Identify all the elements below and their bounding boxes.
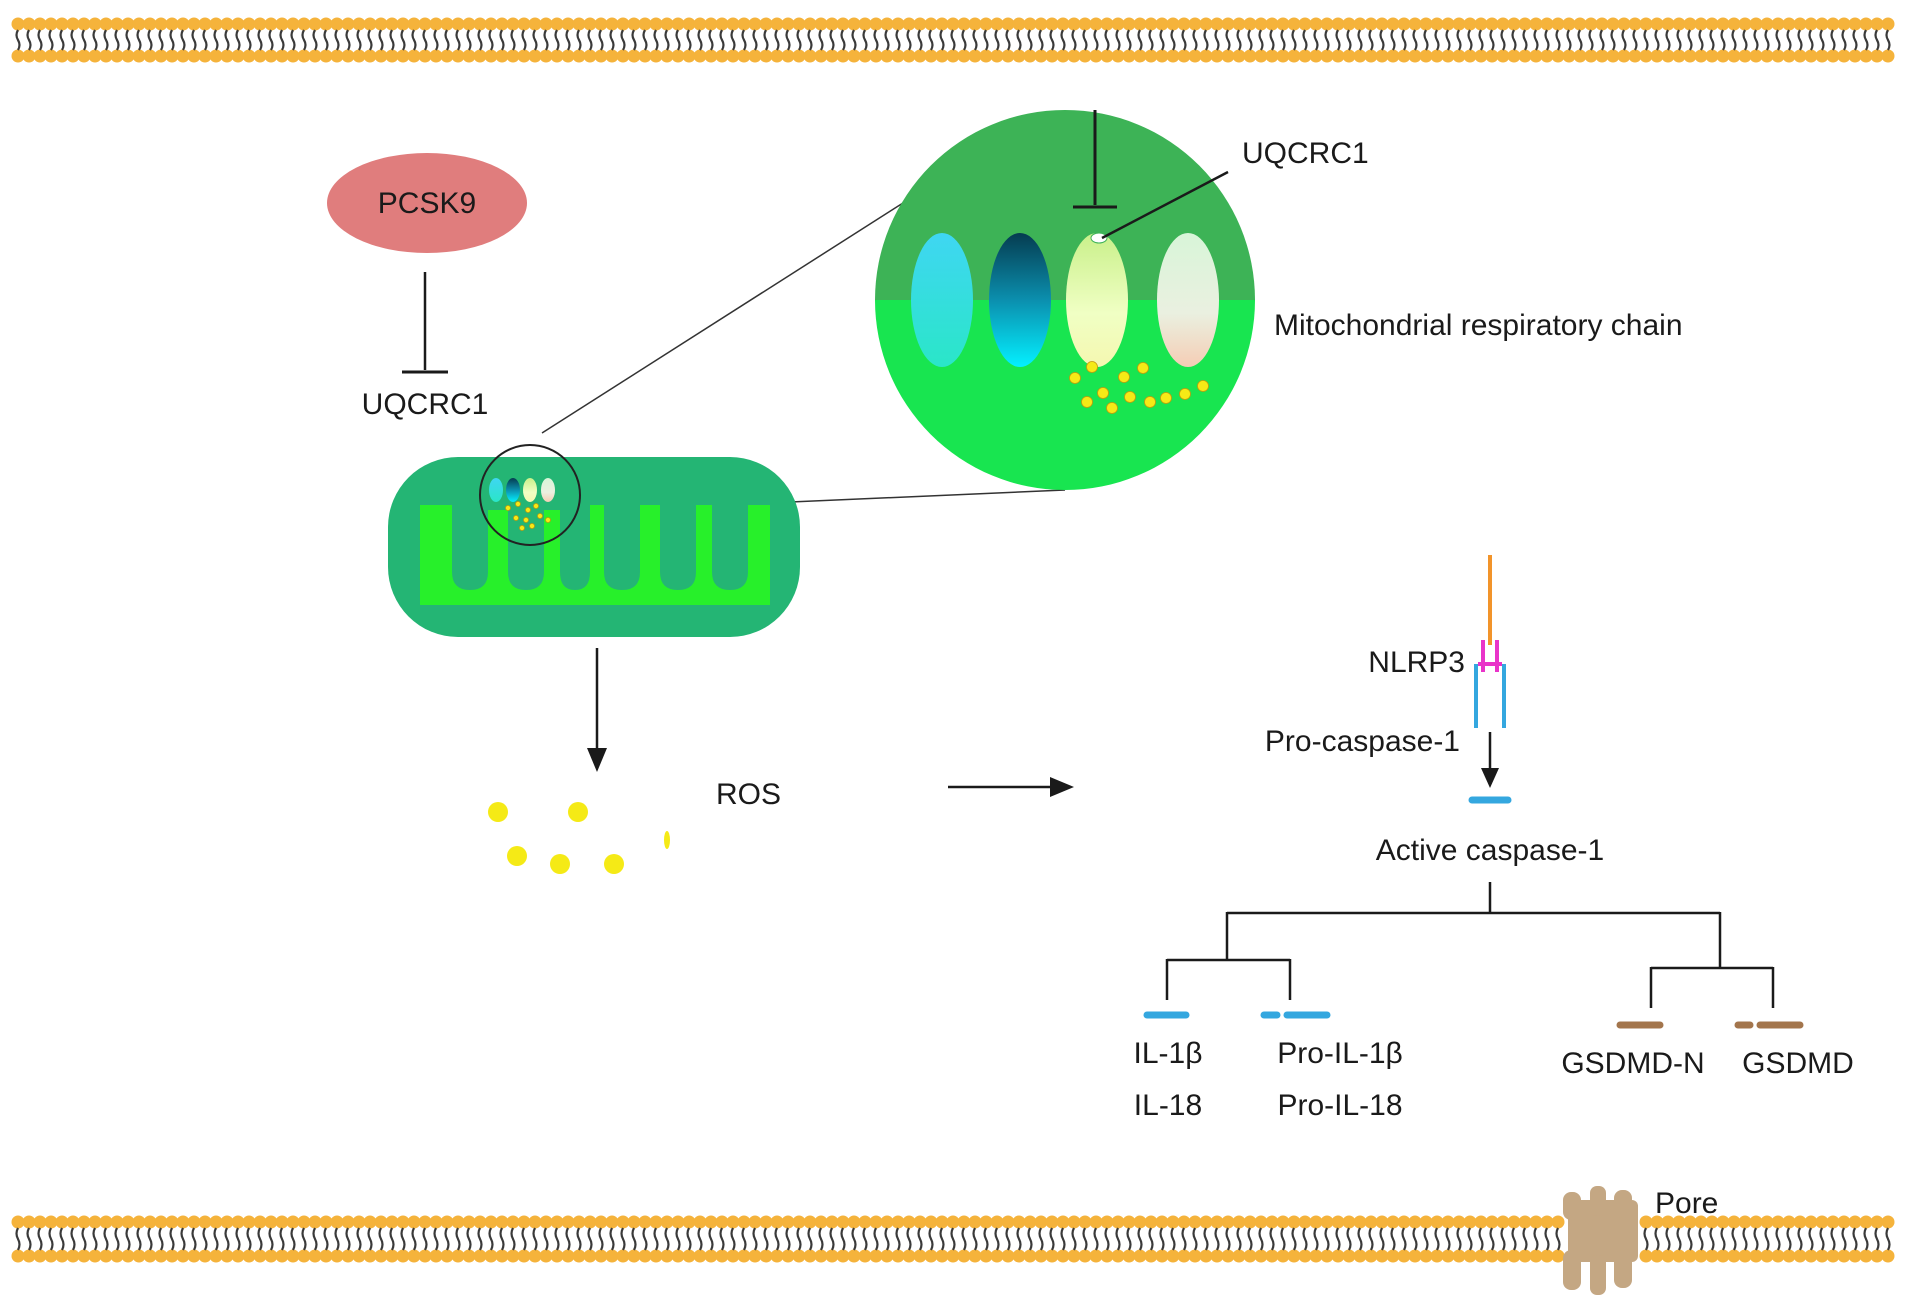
magnifier-circle <box>479 444 581 546</box>
complex-ii <box>989 233 1051 367</box>
respiratory-chain-zoom <box>875 110 1255 490</box>
nlrp3-label: NLRP3 <box>1368 646 1465 679</box>
uqcrc1-zoom-label: UQCRC1 <box>1242 137 1369 170</box>
complex-iii <box>1066 233 1128 367</box>
ros-dots <box>488 802 670 874</box>
mini-ros-dots <box>505 501 551 531</box>
gsdmd-label: GSDMD <box>1742 1047 1854 1080</box>
ros-label: ROS <box>716 778 781 811</box>
zoom-ros-dots <box>1069 361 1209 414</box>
active-caspase-label: Active caspase-1 <box>1376 834 1604 867</box>
bottom-cell-membrane <box>11 1215 1895 1263</box>
pcsk9-ellipse <box>327 153 527 253</box>
gsdmd-pore <box>1563 1186 1638 1295</box>
pore-label: Pore <box>1655 1187 1718 1220</box>
caspase-activation-arrowhead <box>1481 768 1499 788</box>
nlrp3-inflammasome <box>1474 555 1506 728</box>
complex-i <box>911 233 973 367</box>
uqcrc1-pointer-line <box>1101 170 1229 240</box>
pro-il18-label: Pro-IL-18 <box>1277 1089 1402 1122</box>
mitochondrial-chain-label: Mitochondrial respiratory chain <box>1274 309 1683 342</box>
gsdmd-n-label: GSDMD-N <box>1561 1047 1704 1080</box>
complex-iv <box>1157 233 1219 367</box>
zoom-connector-upper <box>541 202 904 434</box>
pro-caspase-label: Pro-caspase-1 <box>1265 725 1460 758</box>
uqcrc1-left-label: UQCRC1 <box>362 388 489 421</box>
mitochondrial-cristae <box>420 505 770 605</box>
ros-to-nlrp3-arrowhead <box>1050 777 1074 797</box>
il1b-label: IL-1β <box>1134 1037 1203 1070</box>
pcsk9-label: PCSK9 <box>378 187 476 220</box>
il18-label: IL-18 <box>1134 1089 1202 1122</box>
caspase-cleavage-tree <box>1165 882 1775 1008</box>
mito-to-ros-arrowhead <box>587 748 607 772</box>
mitochondrion <box>388 444 800 637</box>
uqcrc1-site <box>1090 232 1108 244</box>
top-cell-membrane <box>11 17 1895 63</box>
pro-il1b-label: Pro-IL-1β <box>1277 1037 1403 1070</box>
